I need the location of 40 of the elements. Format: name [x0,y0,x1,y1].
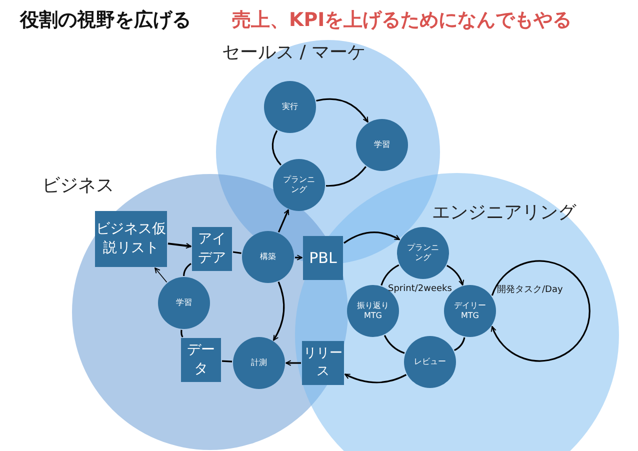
step-circle: 計測 [233,337,285,389]
connector-line [272,130,282,166]
arrow [344,374,407,384]
connector-line [183,262,192,276]
arrow [272,282,285,341]
connector-line [180,330,184,338]
step-box: ビジネス仮説リスト [95,211,167,267]
connector-line [454,337,466,352]
step-box: データ [181,338,221,382]
step-circle: 学習 [356,119,408,171]
arrow [446,264,464,286]
arrow [278,209,290,233]
connector-line [384,335,405,354]
arrow [286,360,301,366]
arrow [154,268,168,283]
subtitle: 売上、KPIを上げるためになんでもやる [232,8,572,33]
region-title: セールス / マーケ [222,41,366,64]
arrow [344,232,400,244]
step-circle: 実行 [264,81,316,133]
step-box: PBL [303,236,343,280]
step-circle: 構築 [242,231,294,283]
arrow [294,254,302,260]
step-circle: レビュー [404,336,456,388]
connector-line [380,264,400,286]
step-circle: プランニング [273,159,325,211]
connector-line [326,166,366,187]
edge-label: 開発タスク/Day [497,284,563,296]
connector-line [222,360,232,362]
connector-line [232,251,242,254]
step-circle: プランニング [397,227,449,279]
arrow [491,260,590,362]
step-circle: 学習 [158,277,210,329]
step-box: リリース [302,341,344,385]
region-title: エンジニアリング [432,201,576,224]
region-title: ビジネス [42,174,114,197]
cycle-label: Sprint/2weeks [388,284,452,294]
arrow [168,242,192,249]
step-box: アイデア [192,227,232,271]
diagram-title: 役割の視野を広げる [20,8,191,33]
arrow [316,98,368,122]
